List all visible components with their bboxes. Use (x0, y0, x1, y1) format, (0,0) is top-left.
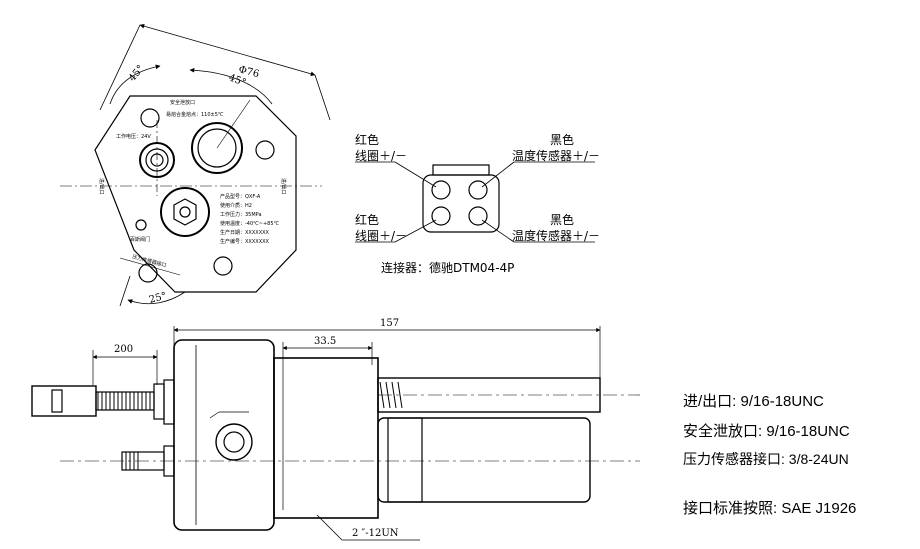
connector-pin (468, 180, 488, 200)
side-port (215, 423, 253, 461)
coil-label-1: 线圈＋/－ (355, 149, 407, 163)
connector-tab (432, 164, 490, 176)
spec-inlet: 进/出口: 9/16-18UNC (683, 393, 824, 410)
spec-standard: 接口标准按照: SAE J1926 (683, 500, 857, 517)
bolt-hole (213, 256, 233, 276)
plate-line-2: 使用介质：H2 (220, 202, 252, 209)
side-view (31, 326, 640, 541)
safety-port-fitting (191, 122, 243, 174)
fuse-point-label: 易熔合金熔点：110±5℃ (166, 111, 224, 118)
connector-pin (431, 180, 451, 200)
voltage-label: 工作电压：24V (116, 133, 151, 140)
side-view-labels: 157 33.5 200 2 ″-12UN (114, 318, 399, 539)
threaded-stem (95, 391, 155, 411)
spec-safety: 安全泄放口: 9/16-18UNC (683, 423, 850, 440)
safety-port-label: 安全泄放口 (170, 99, 195, 106)
plate-line-6: 生产编号：XXXXXXX (220, 238, 270, 245)
connector-caption: 连接器：德驰DTM04-4P (381, 260, 514, 275)
spec-pressure: 压力传感器接口: 3/8-24UN (683, 451, 849, 467)
dim-left-label: 200 (114, 344, 133, 355)
solenoid-coil (377, 417, 591, 503)
connector-body (422, 174, 500, 233)
coil-label-2: 线圈＋/－ (355, 229, 407, 243)
thread-label: 2 ″-12UN (352, 528, 399, 539)
plate-line-4: 使用温度：-40℃~+85℃ (220, 220, 280, 227)
main-housing (173, 339, 275, 531)
valve-body-outline (94, 95, 297, 293)
black-label-2: 黑色 (550, 213, 574, 227)
black-label-1: 黑色 (550, 133, 574, 147)
connector-diagram (355, 161, 595, 243)
connector-pin (468, 206, 488, 226)
top-view (60, 23, 331, 307)
plate-line-5: 生产日期：XXXXXXX (220, 229, 270, 236)
pressure-sensor-fitting (160, 187, 210, 237)
top-view-labels: Φ76 45° 45° 25° 安全泄放口 易熔合金熔点：110±5℃ 工作电压… (98, 63, 287, 306)
bolt-hole (138, 263, 158, 283)
brand-label: 百斯阀门 (130, 236, 150, 243)
connector-labels: 红色 线圈＋/－ 黑色 温度传感器＋/－ 红色 线圈＋/－ 黑色 温度传感器＋/… (355, 132, 600, 275)
angle-label-bottom: 25° (148, 291, 168, 306)
bolt-hole (255, 140, 275, 160)
diameter-label: Φ76 (237, 64, 260, 80)
plate-line-3: 工作压力：35MPa (220, 211, 262, 218)
valve-block (273, 357, 379, 519)
bolt-hole (140, 108, 160, 128)
in-out-right-label: 进/出口 (280, 178, 287, 195)
red-label-2: 红色 (355, 212, 379, 227)
red-label-1: 红色 (355, 132, 379, 147)
angle-label-left: 45° (127, 63, 147, 84)
cable-connector (31, 385, 97, 417)
dim-total-label: 157 (380, 318, 399, 329)
temp-label-2: 温度传感器＋/－ (512, 228, 600, 243)
connector-pin (431, 206, 451, 226)
plate-line-1: 产品型号：QXF-A (220, 193, 261, 200)
dim-partial-label: 33.5 (314, 336, 336, 347)
pressure-port-label: 压力传感器接口 (131, 253, 167, 269)
temp-label-1: 温度传感器＋/－ (512, 148, 600, 163)
in-out-left-label: 进/出口 (98, 178, 105, 195)
